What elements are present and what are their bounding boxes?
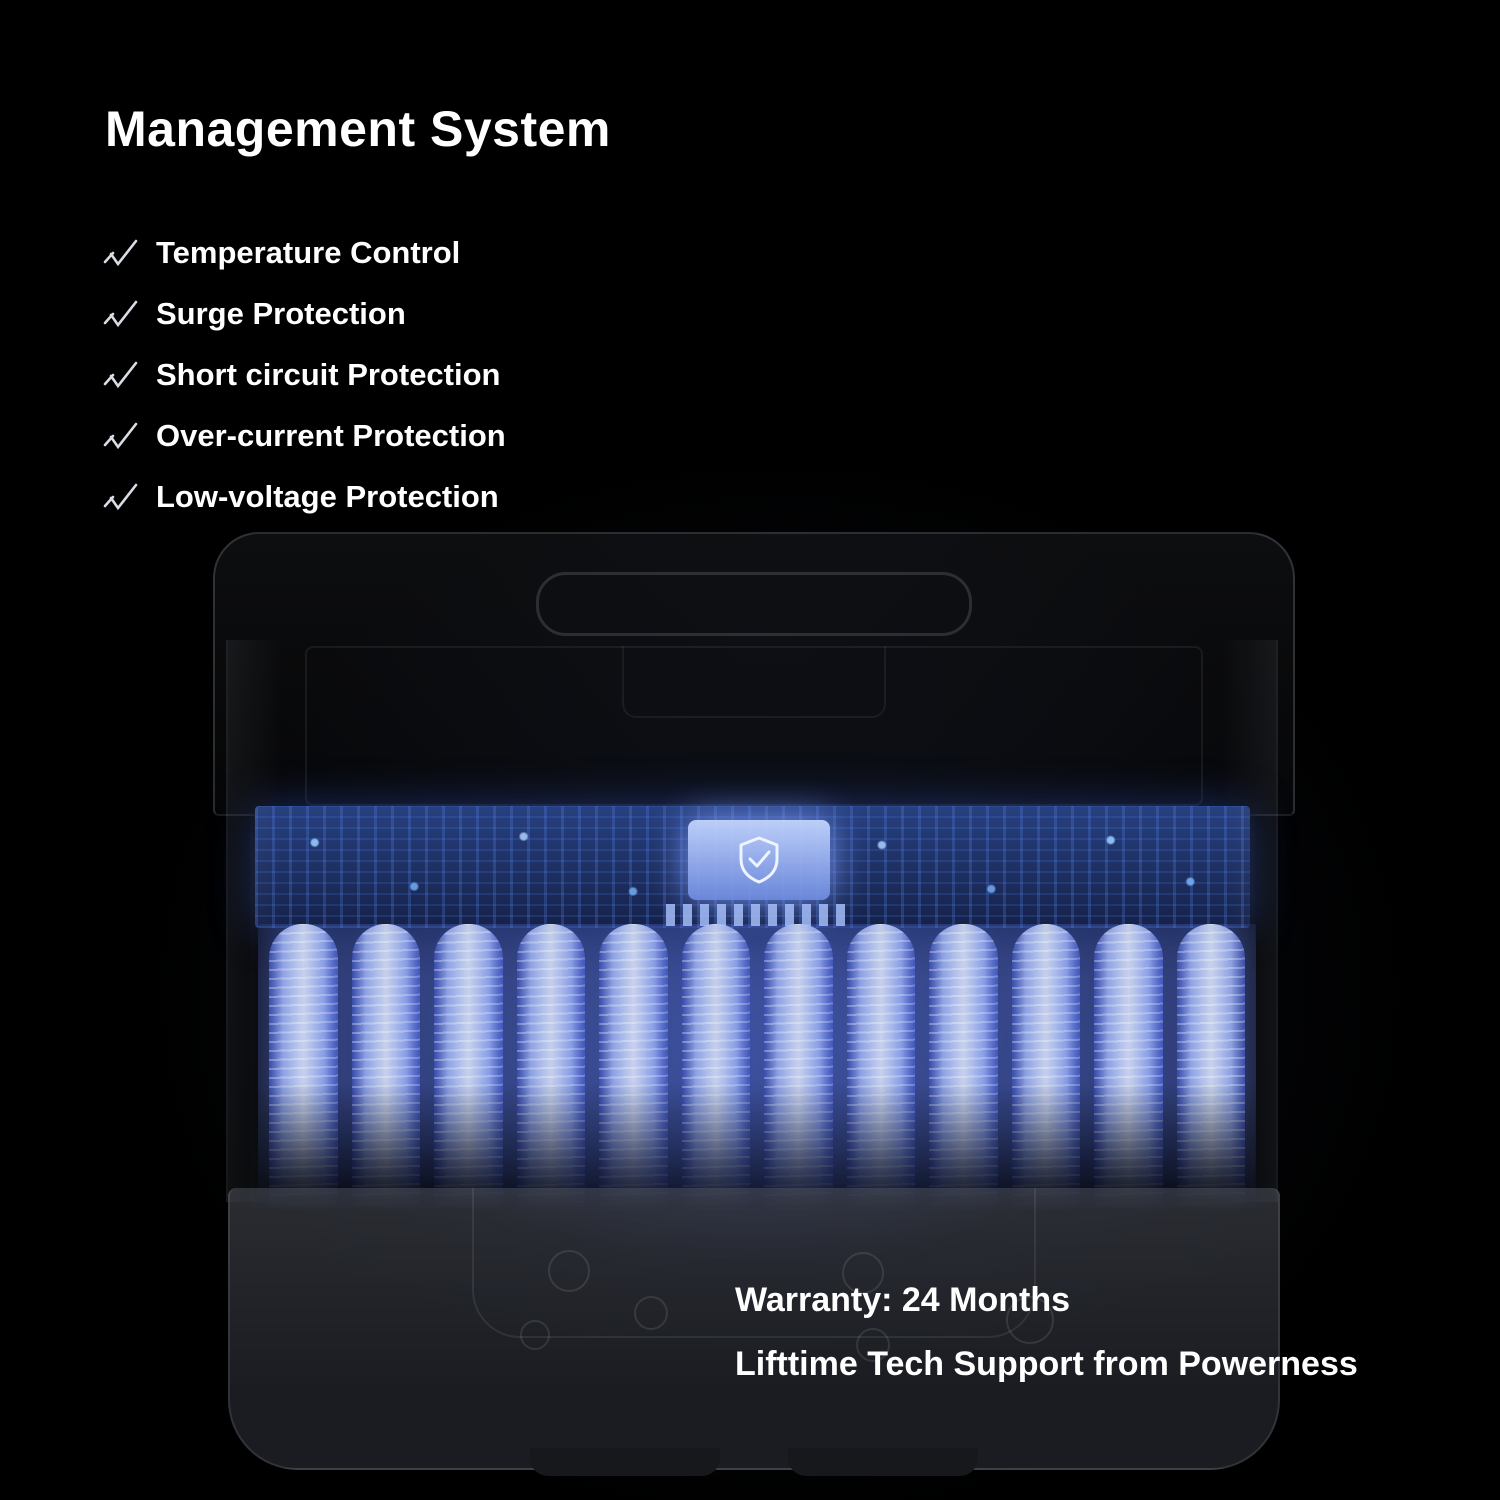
- feature-item: Short circuit Protection: [102, 344, 506, 405]
- device-base-panel: [472, 1188, 1036, 1338]
- battery-cell: [434, 924, 503, 1212]
- page-title: Management System: [105, 101, 611, 157]
- feature-label: Surge Protection: [156, 295, 406, 331]
- feature-label: Short circuit Protection: [156, 356, 501, 392]
- battery-cell: [1176, 924, 1245, 1212]
- case-screw-hole: [634, 1296, 668, 1330]
- case-screw-hole: [856, 1328, 890, 1362]
- battery-cell: [681, 924, 750, 1212]
- device-handle: [536, 572, 972, 636]
- device-lid-inner: [305, 646, 1203, 806]
- case-screw-hole: [842, 1252, 884, 1294]
- battery-cell: [764, 924, 833, 1212]
- chip-pins: [666, 904, 852, 926]
- case-screw-hole: [548, 1250, 590, 1292]
- feature-item: Surge Protection: [102, 283, 506, 344]
- device-foot: [788, 1448, 978, 1476]
- check-icon: [103, 361, 138, 388]
- case-screw-hole: [520, 1320, 550, 1350]
- check-icon: [103, 239, 138, 266]
- battery-cells: [258, 924, 1256, 1212]
- case-screw-hole: [1006, 1296, 1054, 1344]
- feature-label: Over-current Protection: [156, 417, 506, 453]
- check-icon: [103, 483, 138, 510]
- feature-item: Low-voltage Protection: [102, 466, 506, 527]
- warranty-line-2: Lifttime Tech Support from Powerness: [735, 1345, 1358, 1383]
- device-top-case: [213, 532, 1295, 816]
- device-lid-notch: [622, 646, 886, 718]
- bms-chip: [688, 820, 830, 900]
- check-icon: [103, 300, 138, 327]
- warranty-line-1: Warranty: 24 Months: [735, 1281, 1071, 1319]
- battery-cell: [351, 924, 420, 1212]
- feature-item: Over-current Protection: [102, 405, 506, 466]
- battery-cell: [929, 924, 998, 1212]
- shield-check-icon: [739, 836, 779, 884]
- feature-label: Low-voltage Protection: [156, 478, 499, 514]
- battery-cell: [599, 924, 668, 1212]
- warranty-text: Warranty: 24 Months Lifttime Tech Suppor…: [735, 1268, 1358, 1396]
- battery-cell: [269, 924, 338, 1212]
- feature-item: Temperature Control: [102, 222, 506, 283]
- battery-cell: [1094, 924, 1163, 1212]
- feature-label: Temperature Control: [156, 234, 461, 270]
- case-right-wall: [1222, 640, 1278, 1202]
- check-icon: [103, 422, 138, 449]
- feature-list: Temperature Control Surge Protection Sho…: [102, 222, 506, 527]
- device-bottom-case: [228, 1188, 1280, 1476]
- battery-cell: [1011, 924, 1080, 1212]
- device-foot: [530, 1448, 720, 1476]
- battery-cell: [846, 924, 915, 1212]
- battery-cell: [516, 924, 585, 1212]
- case-left-wall: [226, 640, 282, 1202]
